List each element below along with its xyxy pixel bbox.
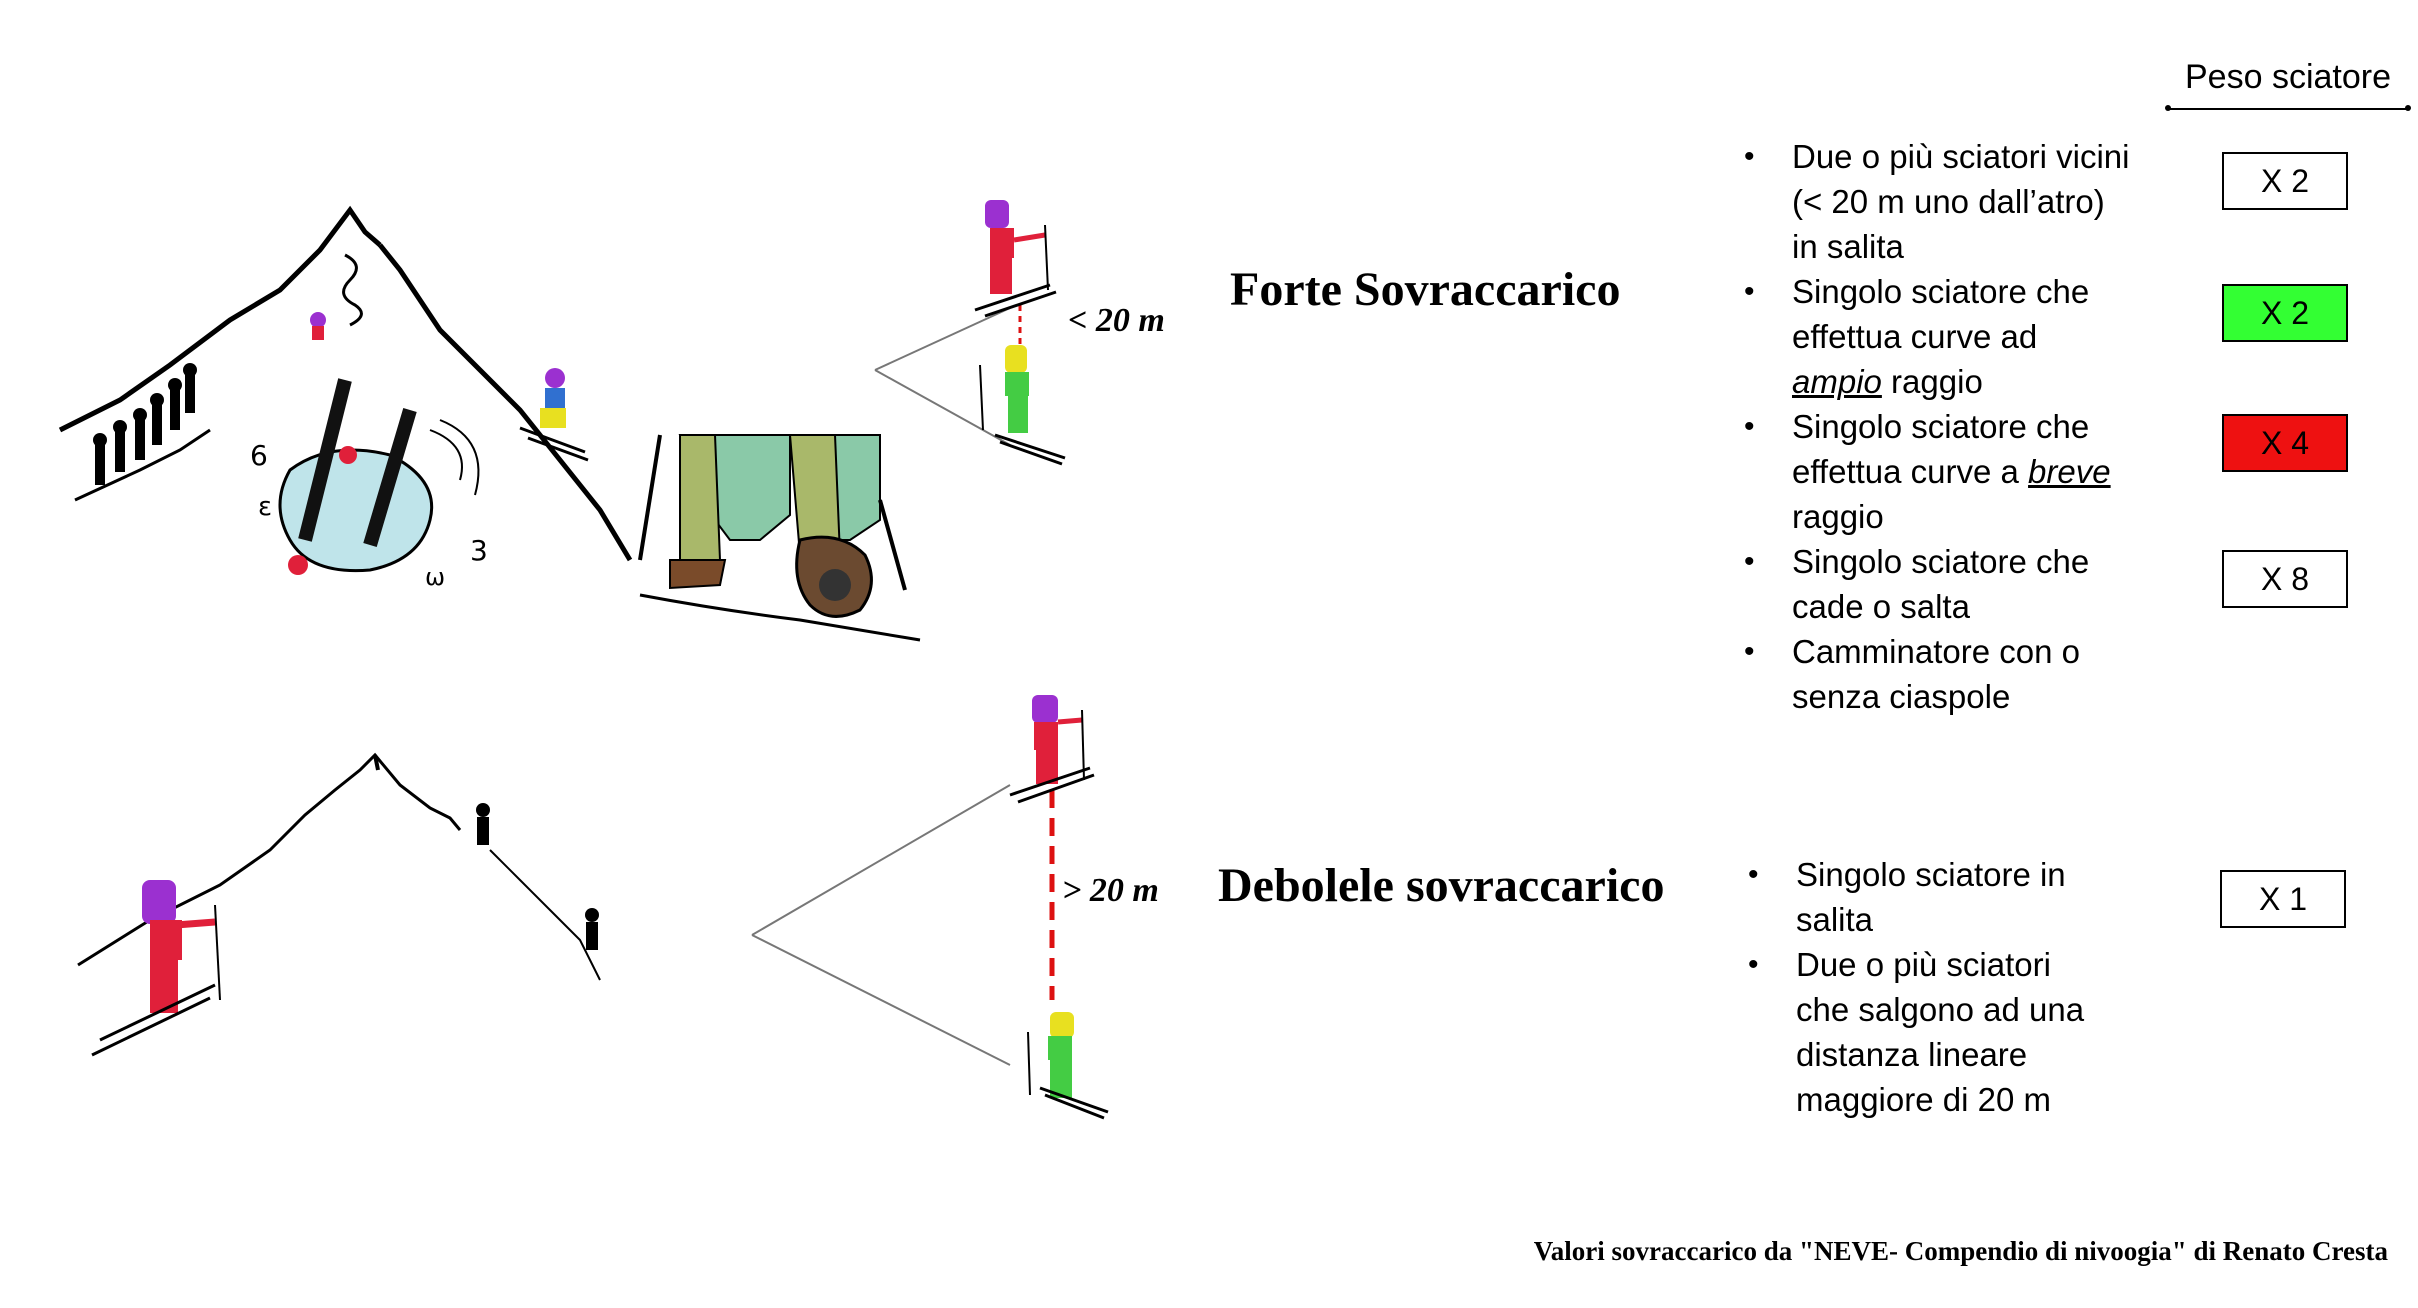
weight-header: Peso sciatore bbox=[2185, 58, 2391, 96]
list-item: Singolo sciatore che cade o salta bbox=[1744, 539, 2164, 629]
angle-diagram-icon bbox=[751, 784, 1055, 1066]
svg-text:6: 6 bbox=[250, 439, 268, 472]
weight-box-two-skiers: X 2 bbox=[2222, 152, 2348, 210]
strong-load-list: Due o più sciatori vicini (< 20 m uno da… bbox=[1744, 134, 2164, 719]
mountain-slope-icon bbox=[58, 205, 633, 562]
skier-icon bbox=[1009, 695, 1109, 1120]
boots-icon bbox=[638, 434, 921, 642]
mountain-slope-icon bbox=[77, 752, 601, 1057]
weight-box-short-turns: X 4 bbox=[2222, 414, 2348, 472]
source-credit: Valori sovraccarico da "NEVE- Compendio … bbox=[1533, 1236, 2388, 1266]
heading-strong-load: Forte Sovraccarico bbox=[1230, 263, 1621, 316]
avalanche-fall-icon: 6 ε 3 ω bbox=[250, 378, 488, 591]
weak-load-list: Singolo sciatore in salita Due o più sci… bbox=[1748, 852, 2168, 1122]
skier-icon bbox=[974, 200, 1066, 466]
weight-header-rule bbox=[2165, 105, 2411, 111]
svg-text:ε: ε bbox=[258, 492, 272, 522]
weight-box-fall-jump: X 8 bbox=[2222, 550, 2348, 608]
svg-text:3: 3 bbox=[470, 534, 488, 567]
distance-label-close: < 20 m bbox=[1068, 302, 1165, 339]
list-item: Singolo sciatore che effettua curve a br… bbox=[1744, 404, 2164, 539]
list-item: Due o più sciatori vicini (< 20 m uno da… bbox=[1744, 134, 2164, 269]
list-item: Singolo sciatore che effettua curve ad a… bbox=[1744, 269, 2164, 404]
list-item: Camminatore con o senza ciaspole bbox=[1744, 629, 2164, 719]
weight-box-single-ascent: X 1 bbox=[2220, 870, 2346, 928]
list-item: Singolo sciatore in salita bbox=[1748, 852, 2168, 942]
angle-diagram-icon bbox=[874, 305, 1022, 446]
weight-box-wide-turns: X 2 bbox=[2222, 284, 2348, 342]
distance-label-far: > 20 m bbox=[1062, 872, 1159, 909]
heading-weak-load: Debolele sovraccarico bbox=[1218, 859, 1665, 912]
list-item: Due o più sciatori che salgono ad una di… bbox=[1748, 942, 2168, 1122]
svg-text:ω: ω bbox=[425, 563, 445, 591]
